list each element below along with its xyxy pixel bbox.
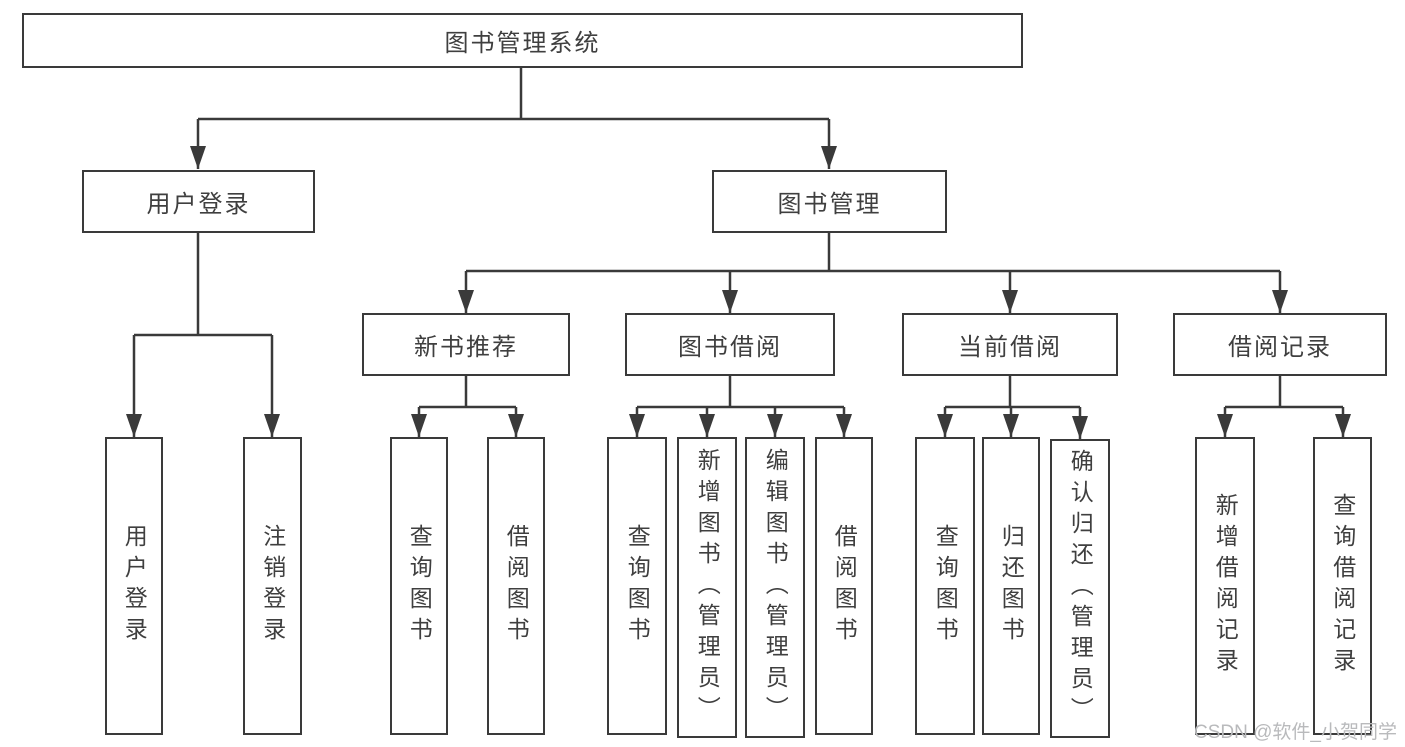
connector-currentborrow-to-leaves bbox=[937, 376, 1088, 439]
arrowhead-icon bbox=[767, 414, 783, 437]
leaf-label: 借阅图书 bbox=[831, 524, 858, 648]
leaf-label: 查询图书 bbox=[406, 524, 433, 648]
arrowhead-icon bbox=[1335, 414, 1351, 437]
leaf-label: 查询图书 bbox=[624, 524, 651, 648]
arrowhead-icon bbox=[1003, 414, 1019, 437]
node-book-management: 图书管理 bbox=[712, 170, 947, 233]
node-root-system: 图书管理系统 bbox=[22, 13, 1023, 68]
connector-bookborrow-to-leaves bbox=[629, 376, 852, 437]
leaf-label: 注销登录 bbox=[259, 524, 286, 648]
arrowhead-icon bbox=[699, 414, 715, 437]
csdn-watermark: CSDN @软件_小贺同学 bbox=[1194, 722, 1397, 743]
leaf-label: 用户登录 bbox=[121, 524, 148, 648]
arrowhead-icon bbox=[1217, 414, 1233, 437]
leaf-label: 查询图书 bbox=[932, 524, 959, 648]
arrowhead-icon bbox=[126, 414, 142, 437]
arrowhead-icon bbox=[264, 414, 280, 437]
arrowhead-icon bbox=[1272, 290, 1288, 313]
arrowhead-icon bbox=[190, 146, 206, 169]
arrowhead-icon bbox=[821, 146, 837, 169]
leaf-label: 归还图书 bbox=[998, 524, 1025, 648]
leaf-label: 编辑图书（管理员） bbox=[762, 448, 789, 727]
node-book-borrow: 图书借阅 bbox=[625, 313, 835, 376]
arrowhead-icon bbox=[508, 414, 524, 437]
node-label: 新书推荐 bbox=[414, 334, 518, 361]
connector-management-to-groups bbox=[458, 233, 1288, 313]
leaf-add-borrow-record: 新增借阅记录 bbox=[1195, 437, 1255, 735]
node-label: 当前借阅 bbox=[958, 334, 1062, 361]
arrowhead-icon bbox=[458, 290, 474, 313]
arrowhead-icon bbox=[1072, 416, 1088, 439]
leaf-user-login: 用户登录 bbox=[105, 437, 163, 735]
leaf-query-books-current: 查询图书 bbox=[915, 437, 975, 735]
node-label: 图书管理 bbox=[777, 191, 882, 218]
node-label: 图书借阅 bbox=[678, 334, 782, 361]
connector-records-to-leaves bbox=[1217, 376, 1351, 437]
leaf-label: 借阅图书 bbox=[503, 524, 530, 648]
connector-newbooks-to-leaves bbox=[411, 376, 524, 437]
leaf-borrow-books: 借阅图书 bbox=[815, 437, 873, 735]
leaf-logout: 注销登录 bbox=[243, 437, 302, 735]
leaf-borrow-books-recommend: 借阅图书 bbox=[487, 437, 545, 735]
node-borrow-records: 借阅记录 bbox=[1173, 313, 1387, 376]
node-user-login: 用户登录 bbox=[82, 170, 315, 233]
leaf-confirm-return-admin: 确认归还（管理员） bbox=[1050, 439, 1110, 738]
node-label: 借阅记录 bbox=[1228, 334, 1332, 361]
arrowhead-icon bbox=[722, 290, 738, 313]
connector-root-to-level2 bbox=[190, 68, 837, 169]
node-label: 用户登录 bbox=[146, 191, 251, 218]
arrowhead-icon bbox=[1002, 290, 1018, 313]
node-new-book-recommend: 新书推荐 bbox=[362, 313, 570, 376]
leaf-edit-books-admin: 编辑图书（管理员） bbox=[745, 437, 805, 738]
leaf-label: 确认归还（管理员） bbox=[1067, 449, 1094, 728]
leaf-label: 新增图书（管理员） bbox=[694, 448, 721, 727]
arrowhead-icon bbox=[836, 414, 852, 437]
leaf-query-books-recommend: 查询图书 bbox=[390, 437, 448, 735]
arrowhead-icon bbox=[411, 414, 427, 437]
leaf-return-books: 归还图书 bbox=[982, 437, 1040, 735]
leaf-query-books-borrow: 查询图书 bbox=[607, 437, 667, 735]
leaf-query-borrow-record: 查询借阅记录 bbox=[1313, 437, 1372, 735]
leaf-label: 新增借阅记录 bbox=[1212, 493, 1239, 679]
leaf-label: 查询借阅记录 bbox=[1329, 493, 1356, 679]
node-label: 图书管理系统 bbox=[444, 30, 601, 57]
arrowhead-icon bbox=[937, 414, 953, 437]
leaf-add-books-admin: 新增图书（管理员） bbox=[677, 437, 737, 738]
node-current-borrow: 当前借阅 bbox=[902, 313, 1118, 376]
connector-login-to-leaves bbox=[126, 233, 280, 437]
arrowhead-icon bbox=[629, 414, 645, 437]
